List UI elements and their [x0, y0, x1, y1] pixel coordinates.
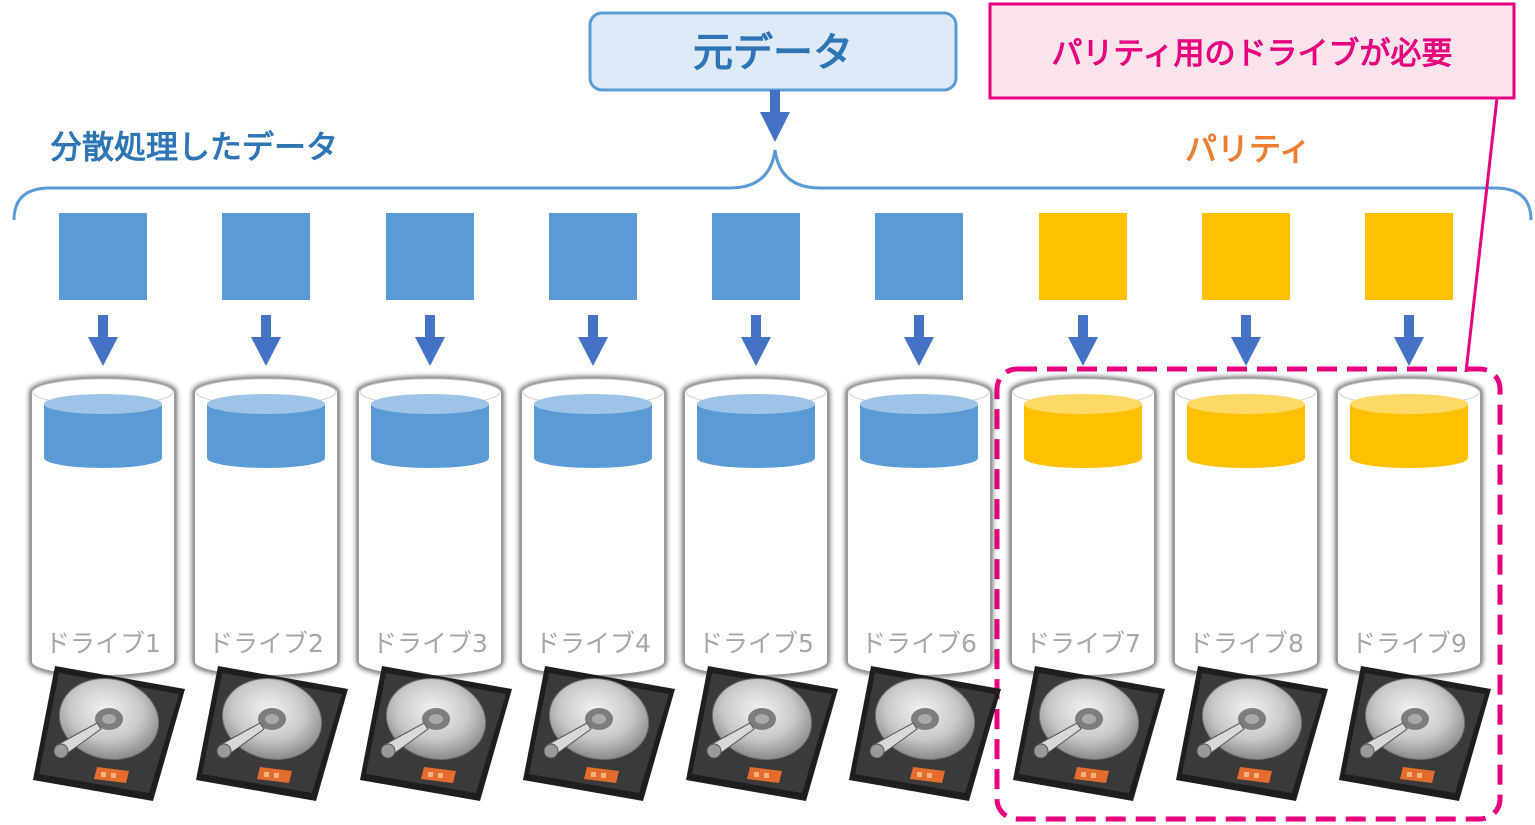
data-block	[712, 213, 800, 300]
curly-brace	[12, 149, 1533, 221]
source-data-label: 元データ	[693, 30, 853, 76]
hard-drive-icon	[196, 666, 348, 801]
parity-fill	[1350, 404, 1468, 468]
hard-drive-icon	[360, 666, 512, 801]
drive-label: ドライブ5	[698, 629, 814, 658]
data-fill	[860, 404, 978, 468]
hard-drive-icon	[1013, 666, 1165, 801]
drive-column: ドライブ5	[683, 213, 838, 801]
parity-fill	[1187, 404, 1305, 468]
hard-drive-icon	[33, 666, 185, 801]
drive-label: ドライブ7	[1025, 629, 1141, 658]
drive-label: ドライブ2	[208, 629, 324, 658]
callout-text: パリティ用のドライブが必要	[1051, 36, 1452, 72]
drive-column: ドライブ1	[30, 213, 185, 801]
hard-drive-icon	[523, 666, 675, 801]
drive-column: ドライブ4	[520, 213, 675, 801]
data-block	[222, 213, 310, 300]
hard-drive-icon	[849, 666, 1001, 801]
drive-column: ドライブ9	[1336, 213, 1491, 801]
drive-column: ドライブ6	[846, 213, 1001, 801]
data-block	[59, 213, 147, 300]
drive-label: ドライブ4	[535, 629, 651, 658]
drive-column: ドライブ7	[1010, 213, 1165, 801]
data-fill	[371, 404, 489, 468]
drive-label: ドライブ1	[45, 629, 161, 658]
drive-label: ドライブ8	[1188, 629, 1304, 658]
data-fill	[207, 404, 325, 468]
parity-group-label: パリティ	[1185, 130, 1311, 168]
drive-cylinder: ドライブ1	[30, 377, 176, 677]
down-arrow	[904, 315, 934, 366]
drive-cylinder: ドライブ5	[683, 377, 829, 677]
data-block	[875, 213, 963, 300]
callout-leader-line	[1464, 97, 1499, 373]
drive-cylinder: ドライブ3	[357, 377, 503, 677]
drive-cylinder: ドライブ9	[1336, 377, 1482, 677]
drive-column: ドライブ3	[357, 213, 512, 801]
drive-cylinder: ドライブ8	[1173, 377, 1319, 677]
drive-cylinder: ドライブ7	[1010, 377, 1156, 677]
parity-block	[1202, 213, 1290, 300]
parity-block	[1365, 213, 1453, 300]
source-data-box: 元データ	[588, 11, 958, 92]
parity-callout: パリティ用のドライブが必要	[988, 2, 1516, 373]
down-arrow	[251, 315, 281, 366]
source-arrow	[760, 90, 790, 142]
down-arrow	[1231, 315, 1261, 366]
parity-fill	[1024, 404, 1142, 468]
down-arrow	[741, 315, 771, 366]
drive-cylinder: ドライブ6	[846, 377, 992, 677]
parity-block	[1039, 213, 1127, 300]
drive-columns: ドライブ1 ドライブ2 ドライブ3 ドライブ4 ドライブ5 ドライブ6 ドライブ7 ドライブ8…	[30, 213, 1491, 801]
down-arrow	[1394, 315, 1424, 366]
down-arrow	[415, 315, 445, 366]
down-arrow	[1068, 315, 1098, 366]
data-fill	[534, 404, 652, 468]
drive-cylinder: ドライブ2	[193, 377, 339, 677]
drive-label: ドライブ6	[861, 629, 977, 658]
data-fill	[44, 404, 162, 468]
drive-column: ドライブ8	[1173, 213, 1328, 801]
data-fill	[697, 404, 815, 468]
data-block	[386, 213, 474, 300]
drive-label: ドライブ9	[1351, 629, 1467, 658]
down-arrow	[88, 315, 118, 366]
hard-drive-icon	[1176, 666, 1328, 801]
hard-drive-icon	[686, 666, 838, 801]
drive-column: ドライブ2	[193, 213, 348, 801]
hard-drive-icon	[1339, 666, 1491, 801]
drive-cylinder: ドライブ4	[520, 377, 666, 677]
parity-drives-highlight	[994, 366, 1503, 822]
down-arrow	[578, 315, 608, 366]
data-group-label: 分散処理したデータ	[50, 128, 338, 166]
data-block	[549, 213, 637, 300]
drive-label: ドライブ3	[372, 629, 488, 658]
